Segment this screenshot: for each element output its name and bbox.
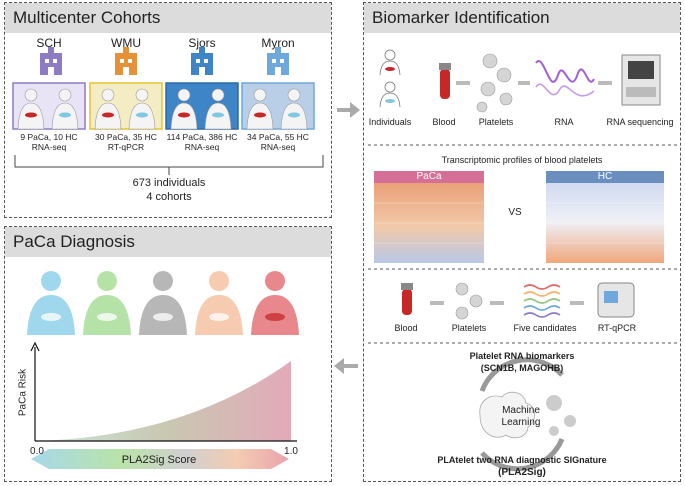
heatmap-paca-label: PaCa: [416, 171, 442, 182]
signature-line2: (PLA2Sig): [498, 467, 546, 478]
validation-label-qpcr: RT-qPCR: [597, 323, 637, 333]
heatmap-paca: [374, 171, 484, 263]
patient-figure-icon: [195, 271, 243, 335]
cohort-count-myron: 34 PaCa, 55 HC: [247, 132, 309, 142]
validation-blood-icon: [401, 283, 413, 315]
platelets-icon: [476, 53, 513, 113]
cohort-method-sjors: RNA-seq: [184, 142, 220, 152]
cohort-method-wmu: RT-qPCR: [107, 142, 145, 152]
label-platelets: Platelets: [478, 117, 514, 127]
gear-icon: [546, 395, 576, 436]
cohort-count-sch: 9 PaCa, 10 HC: [20, 132, 78, 142]
hospital-icon-sch: [40, 47, 62, 75]
risk-curve-area: [35, 361, 291, 441]
markers-genes: (SCN1B, MAGOHB): [480, 363, 564, 373]
ml-line1: Machine: [502, 405, 540, 416]
arrow-biomarker-to-diagnosis: [334, 358, 358, 374]
validation-label-platelets: Platelets: [451, 323, 487, 333]
markers-title: Platelet RNA biomarkers: [469, 351, 575, 361]
score-gradient-bar: [31, 449, 289, 469]
qpcr-machine-icon: [597, 282, 635, 318]
arrow-cohorts-to-biomarker: [337, 102, 360, 118]
ml-cycle-arrow-bottom: [480, 438, 565, 472]
patient-figure-icon: [251, 271, 299, 335]
pancreas-tumor-marks: [25, 112, 266, 118]
cohorts-panel-title: Multicenter Cohorts: [5, 3, 331, 33]
x-min-label: 0.0: [30, 446, 44, 457]
pancreas-healthy-marks: [59, 112, 300, 118]
hospital-icon-myron: [267, 47, 289, 75]
individuals-icon: [379, 49, 401, 108]
cohort-name-myron: Myron: [261, 36, 295, 50]
five-candidates-icon: [523, 284, 561, 318]
validation-label-candidates: Five candidates: [513, 323, 577, 333]
total-cohorts: 4 cohorts: [146, 191, 192, 203]
sequencer-icon: [621, 54, 661, 106]
heatmap-hc: [546, 171, 664, 263]
label-individuals: Individuals: [368, 117, 412, 127]
cohort-method-sch: RNA-seq: [31, 142, 67, 152]
label-rna-sequencing: RNA sequencing: [606, 117, 674, 127]
validation-label-blood: Blood: [394, 323, 418, 333]
patient-figure-icon: [139, 271, 187, 335]
ml-cycle-arrow-top: [479, 357, 564, 392]
biomarker-graphic: [368, 49, 678, 472]
cohorts-panel: Multicenter Cohorts: [4, 2, 332, 218]
cohorts-graphic: [12, 47, 324, 175]
biomarker-panel-title: Biomarker Identification: [364, 3, 680, 33]
cohort-method-myron: RNA-seq: [260, 142, 296, 152]
diagnosis-panel-title: PaCa Diagnosis: [5, 227, 331, 257]
diagnosis-panel: PaCa Diagnosis PaCa Risk 0.0 1.0 PLA2Sig…: [4, 226, 332, 482]
vs-label: VS: [508, 207, 522, 218]
cohort-name-sjors: Sjors: [188, 36, 216, 50]
x-max-label: 1.0: [284, 446, 298, 457]
signature-line1: PLAtelet two RNA diagnostic SIGnature: [437, 455, 607, 465]
cohort-count-sjors: 114 PaCa, 386 HC: [166, 132, 238, 142]
label-blood: Blood: [432, 117, 456, 127]
score-label: PLA2Sig Score: [121, 454, 197, 466]
cohort-name-wmu: WMU: [111, 36, 141, 50]
biomarker-panel: Biomarker Identification: [363, 2, 681, 482]
y-axis-label: PaCa Risk: [17, 368, 29, 417]
patient-figure-icon: [83, 271, 131, 335]
brain-icon: [479, 391, 535, 439]
validation-platelets-icon: [455, 282, 483, 320]
cohort-name-sch: SCH: [36, 36, 62, 50]
ml-line2: Learning: [501, 417, 541, 428]
patient-figure-icon: [27, 271, 75, 335]
diagnosis-graphic: [27, 271, 299, 469]
patient-figures: [27, 271, 299, 335]
profiles-title: Transcriptomic profiles of blood platele…: [441, 155, 603, 165]
total-individuals: 673 individuals: [132, 177, 206, 189]
hospital-icon-wmu: [115, 47, 137, 75]
label-rna: RNA: [554, 117, 574, 127]
hospital-icon-sjors: [191, 47, 213, 75]
cohort-bracket: [14, 155, 324, 168]
rna-icon: [535, 60, 595, 83]
heatmap-hc-label: HC: [597, 171, 613, 182]
blood-tube-icon: [439, 63, 451, 99]
cohort-count-wmu: 30 PaCa, 35 HC: [95, 132, 157, 142]
